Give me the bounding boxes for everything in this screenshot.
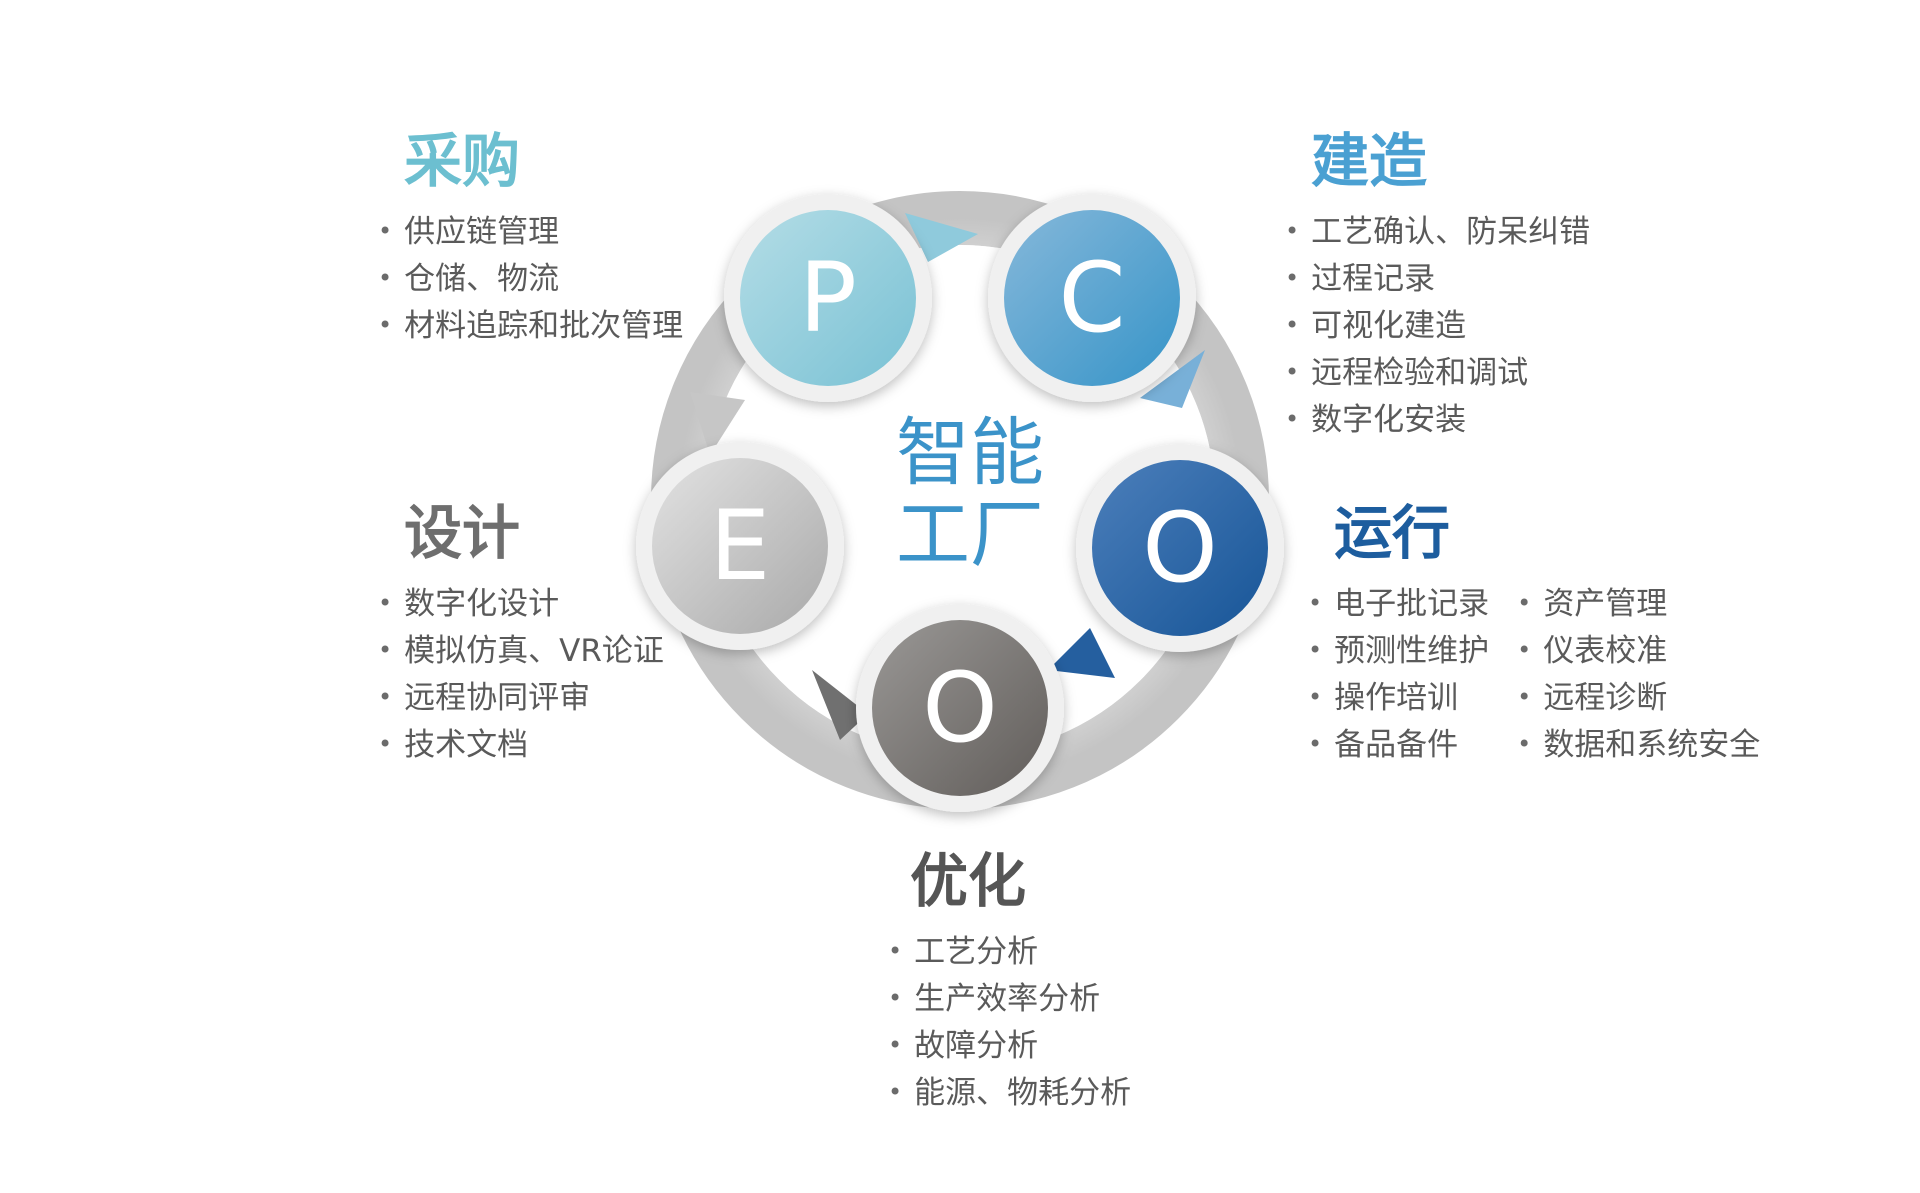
list-item: 预测性维护 (1308, 627, 1489, 674)
list-item: 可视化建造 (1285, 302, 1590, 349)
arrow-c-to-o (1140, 350, 1205, 408)
list-procurement: 供应链管理 仓储、物流 材料追踪和批次管理 (378, 208, 683, 349)
circle-letter-o-operation: O (1142, 492, 1218, 604)
circle-construction: C (988, 194, 1196, 402)
section-title-optimization: 优化 (910, 847, 1027, 915)
list-item: 故障分析 (888, 1022, 1131, 1069)
list-item: 操作培训 (1308, 674, 1489, 721)
section-procurement: 采购 供应链管理 仓储、物流 材料追踪和批次管理 (378, 128, 683, 349)
arrow-e-to-p (690, 392, 745, 455)
arrow-p-to-c (905, 213, 978, 262)
list-item: 数字化设计 (378, 580, 664, 627)
list-item: 技术文档 (378, 721, 664, 768)
list-item: 远程诊断 (1517, 674, 1760, 721)
list-item: 模拟仿真、VR论证 (378, 627, 664, 674)
list-operation-left: 电子批记录 预测性维护 操作培训 备品备件 (1308, 580, 1489, 768)
section-title-construction: 建造 (1311, 127, 1428, 195)
list-item: 过程记录 (1285, 255, 1590, 302)
list-item: 供应链管理 (378, 208, 683, 255)
section-title-operation: 运行 (1334, 499, 1451, 567)
arrow-o-to-e (812, 670, 868, 740)
section-title-procurement: 采购 (404, 127, 521, 195)
section-design: 设计 数字化设计 模拟仿真、VR论证 远程协同评审 技术文档 (378, 500, 664, 768)
list-construction: 工艺确认、防呆纠错 过程记录 可视化建造 远程检验和调试 数字化安装 (1285, 208, 1590, 443)
arrow-o-to-o (1048, 628, 1115, 678)
section-optimization: 优化 工艺分析 生产效率分析 故障分析 能源、物耗分析 (888, 848, 1131, 1116)
list-item: 数字化安装 (1285, 396, 1590, 443)
list-item: 远程协同评审 (378, 674, 664, 721)
list-item: 备品备件 (1308, 721, 1489, 768)
list-item: 能源、物耗分析 (888, 1069, 1131, 1116)
circle-letter-p: P (799, 242, 857, 354)
circle-letter-e: E (710, 490, 771, 602)
circle-letter-o-optimization: O (922, 652, 998, 764)
list-item: 工艺分析 (888, 928, 1131, 975)
list-item: 仓储、物流 (378, 255, 683, 302)
list-item: 工艺确认、防呆纠错 (1285, 208, 1590, 255)
list-item: 生产效率分析 (888, 975, 1131, 1022)
list-item: 电子批记录 (1308, 580, 1489, 627)
list-design: 数字化设计 模拟仿真、VR论证 远程协同评审 技术文档 (378, 580, 664, 768)
circle-letter-c: C (1058, 242, 1125, 354)
list-item: 仪表校准 (1517, 627, 1760, 674)
section-operation: 运行 电子批记录 预测性维护 操作培训 备品备件 资产管理 仪表校准 远程诊断 … (1308, 500, 1760, 768)
list-item: 数据和系统安全 (1517, 721, 1760, 768)
list-item: 远程检验和调试 (1285, 349, 1590, 396)
section-construction: 建造 工艺确认、防呆纠错 过程记录 可视化建造 远程检验和调试 数字化安装 (1285, 128, 1590, 443)
circle-design: E (636, 442, 844, 650)
circle-operation: O (1076, 444, 1284, 652)
center-title-line-1: 智能 (896, 410, 1044, 496)
circle-procurement: P (724, 194, 932, 402)
list-optimization: 工艺分析 生产效率分析 故障分析 能源、物耗分析 (888, 928, 1131, 1116)
list-item: 资产管理 (1517, 580, 1760, 627)
circle-optimization: O (856, 604, 1064, 812)
list-item: 材料追踪和批次管理 (378, 302, 683, 349)
list-operation-right: 资产管理 仪表校准 远程诊断 数据和系统安全 (1517, 580, 1760, 768)
section-title-design: 设计 (404, 499, 521, 567)
center-title-line-2: 工厂 (896, 492, 1044, 578)
